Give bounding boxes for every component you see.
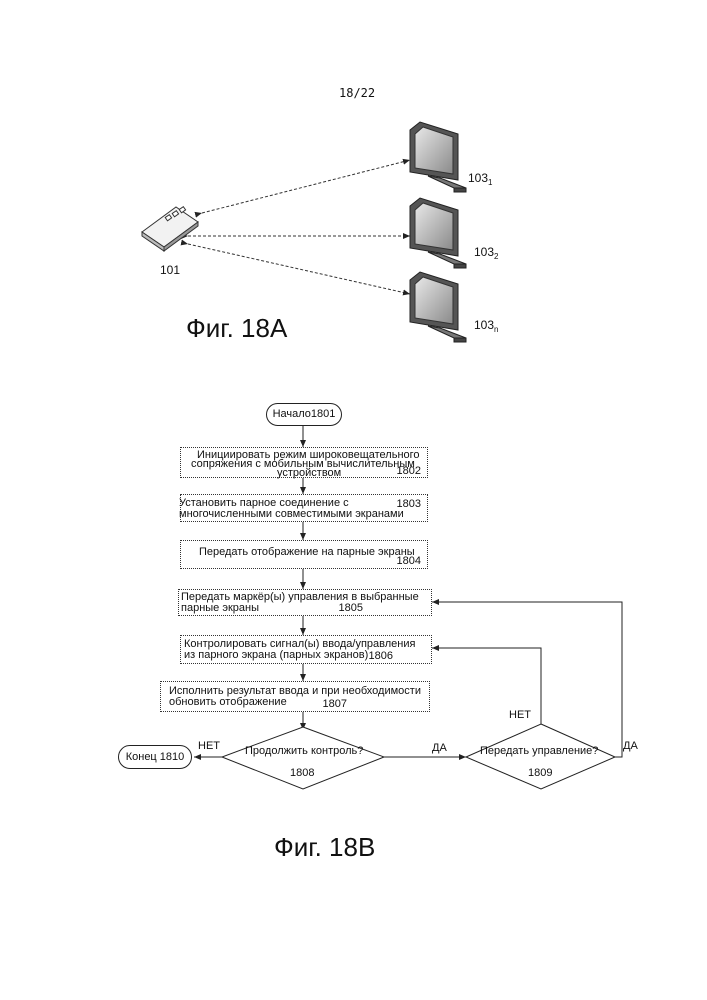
label-yes-to-transfer: ДА bbox=[432, 742, 447, 754]
decision-continue-shape bbox=[222, 727, 384, 789]
decision-transfer-text: Передать управление? bbox=[480, 745, 598, 757]
fig-b-caption: Фиг. 18B bbox=[274, 832, 375, 863]
step-1805: Передать маркёр(ы) управления в выбранны… bbox=[178, 589, 432, 616]
monitor-icon-2 bbox=[410, 198, 466, 268]
fig-a-caption: Фиг. 18A bbox=[186, 313, 287, 344]
step-1803: Установить парное соединение с многочисл… bbox=[180, 494, 428, 522]
monitor-icon-3 bbox=[410, 272, 466, 342]
end-terminal: Конец 1810 bbox=[118, 745, 192, 769]
step-1802: Инициировать режим широковещательного со… bbox=[180, 447, 428, 478]
link-line-3 bbox=[188, 244, 410, 294]
screen-label-n: 103n bbox=[474, 318, 498, 334]
label-no-to-end: НЕТ bbox=[198, 740, 220, 752]
link-line-1 bbox=[202, 160, 410, 213]
screen-label-2: 1032 bbox=[474, 245, 498, 261]
monitor-icon-1 bbox=[410, 122, 466, 192]
page-number: 18/22 bbox=[339, 86, 375, 100]
label-yes-back-1805: ДА bbox=[623, 740, 638, 752]
step-1806: Контролировать сигнал(ы) ввода/управлени… bbox=[180, 635, 432, 664]
step-1807: Исполнить результат ввода и при необходи… bbox=[160, 681, 430, 712]
decision-continue-text: Продолжить контроль? bbox=[245, 745, 363, 757]
step-1804: Передать отображение на парные экраны 18… bbox=[180, 540, 428, 569]
screen-label-1: 1031 bbox=[468, 171, 492, 187]
decision-transfer-num: 1809 bbox=[528, 767, 552, 779]
start-terminal: Начало1801 bbox=[266, 403, 342, 426]
decision-continue-num: 1808 bbox=[290, 767, 314, 779]
device-label: 101 bbox=[160, 263, 180, 277]
label-no-back-1806: НЕТ bbox=[509, 709, 531, 721]
